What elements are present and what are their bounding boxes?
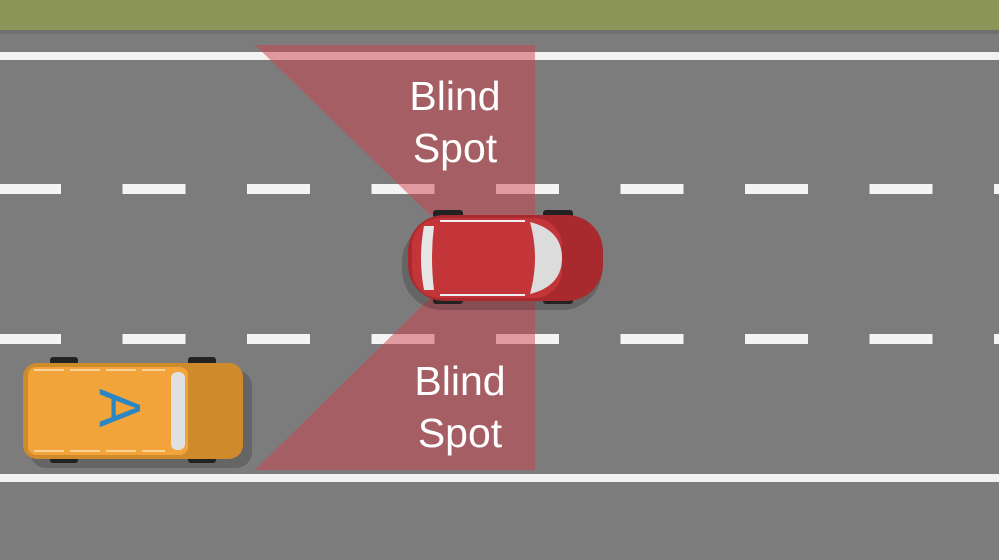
lane-dash [620, 334, 684, 344]
bottom-edge-line [0, 474, 999, 482]
blind-spot-label-bottom-line2: Spot [418, 410, 503, 456]
blind-spot-zone-top [255, 45, 535, 215]
curb [0, 30, 999, 34]
red-car [402, 210, 603, 310]
blind-spot-label-top-line1: Blind [409, 73, 500, 119]
lane-dash [994, 334, 999, 344]
lane-dash [247, 334, 310, 344]
blind-spot-zone-bottom [255, 298, 535, 470]
lane-dash [371, 184, 435, 194]
blind-spot-label-top-line2: Spot [413, 125, 498, 171]
lane-dash [869, 334, 933, 344]
blind-spot-label-bottom-line1: Blind [414, 358, 505, 404]
lane-dash [0, 184, 61, 194]
lane-dash [869, 184, 933, 194]
yellow-car: A [23, 357, 252, 468]
learner-plate-letter: A [87, 389, 152, 428]
grass-verge [0, 0, 999, 32]
lane-dash [247, 184, 310, 194]
lane-dash [122, 334, 186, 344]
lane-dash [994, 184, 999, 194]
lane-dash [122, 184, 186, 194]
lane-dash [745, 334, 808, 344]
lane-dash [620, 184, 684, 194]
lane-dash [745, 184, 808, 194]
lane-dash [0, 334, 61, 344]
